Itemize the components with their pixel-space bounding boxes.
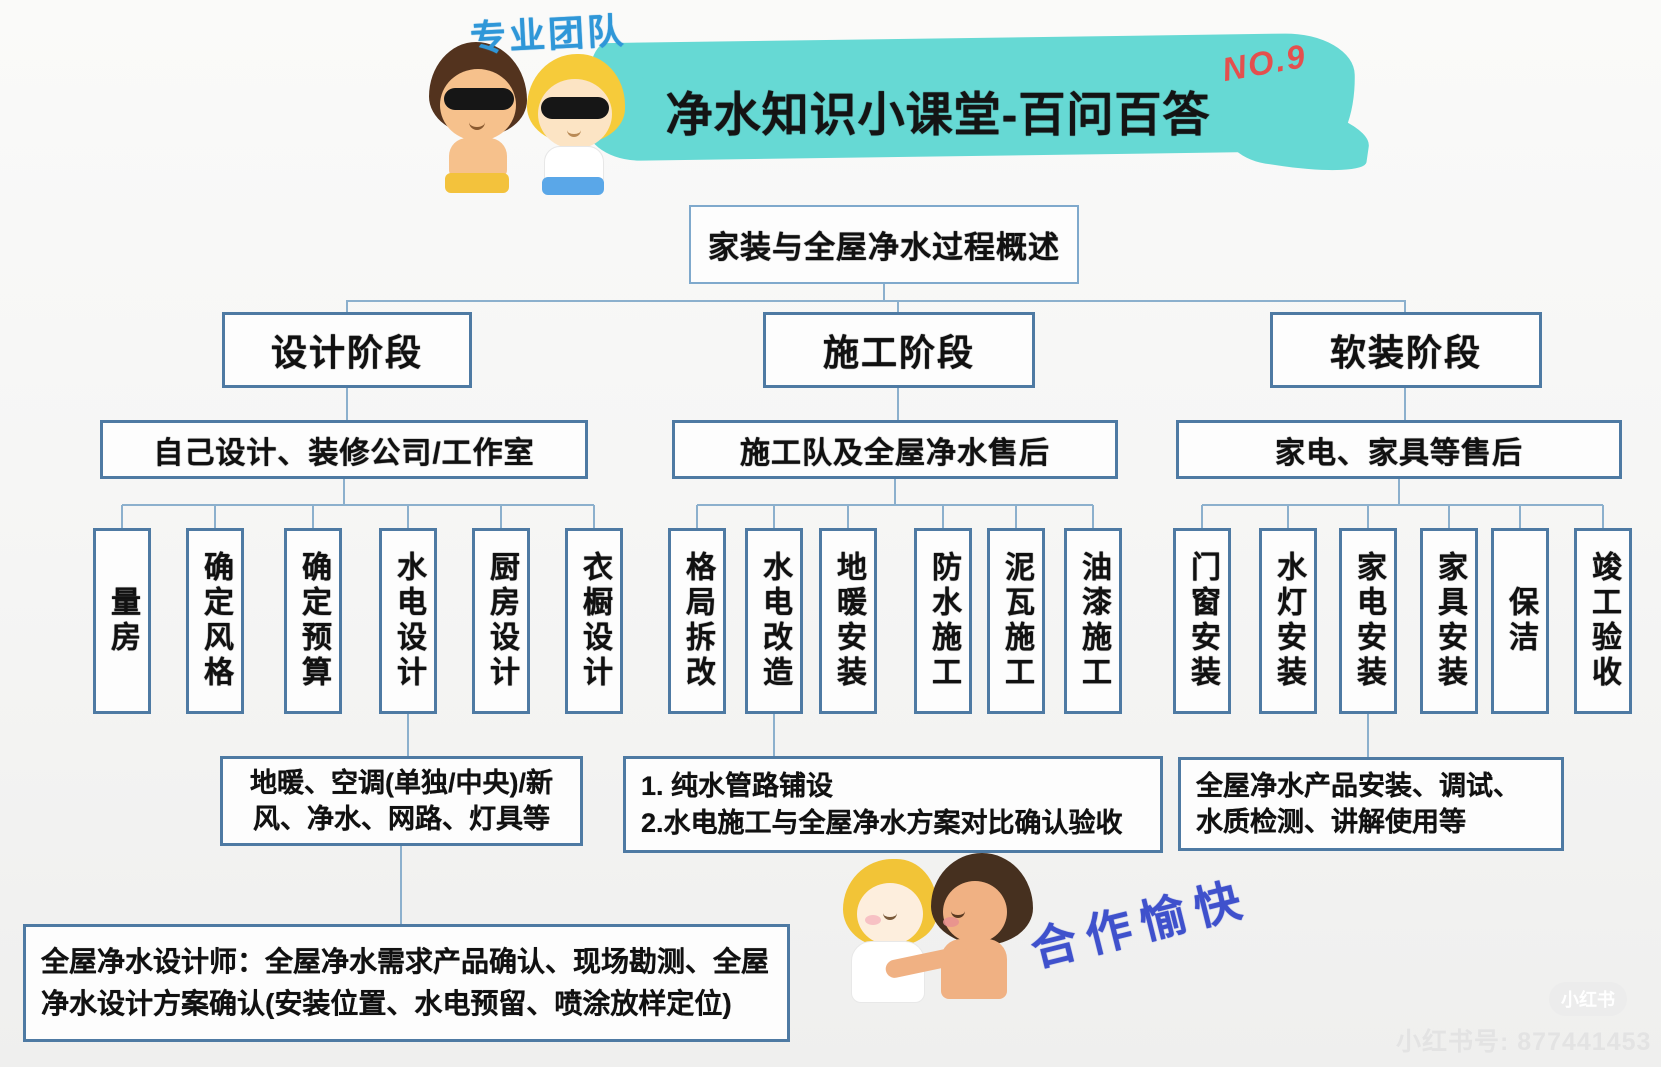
- smile: [469, 118, 485, 130]
- step-box: 水电改造: [745, 528, 803, 714]
- note-text: 全屋净水产品安装、调试、水质检测、讲解使用等: [1196, 770, 1520, 837]
- team-label: 专业团队: [469, 9, 628, 60]
- blush: [943, 917, 959, 927]
- note-text: 地暖、空调(单独/中央)/新风、净水、网路、灯具等: [250, 767, 553, 834]
- step-box: 竣工验收: [1574, 528, 1632, 714]
- step-box: 家具安装: [1420, 528, 1478, 714]
- stage-design: 设计阶段: [222, 312, 472, 388]
- note-line: 2.水电施工与全屋净水方案对比确认验收: [641, 807, 1123, 838]
- note-design: 地暖、空调(单独/中央)/新风、净水、网路、灯具等: [220, 756, 583, 846]
- xiaohongshu-badge-label: 小红书: [1561, 990, 1615, 1010]
- boy-dark-shorts: [445, 173, 509, 193]
- sunglasses-icon: [444, 88, 514, 110]
- note-construction: 1. 纯水管路铺设 2.水电施工与全屋净水方案对比确认验收: [623, 756, 1163, 853]
- step-box: 水灯安装: [1259, 528, 1317, 714]
- step-box: 家电安装: [1339, 528, 1397, 714]
- note-softfurnish: 全屋净水产品安装、调试、水质检测、讲解使用等: [1178, 757, 1564, 851]
- owner-label: 家电、家具等售后: [1275, 436, 1523, 470]
- step-box: 格局拆改: [668, 528, 726, 714]
- watermark-account-id: 小红书号: 877441453: [1396, 1028, 1652, 1056]
- blush: [865, 915, 881, 925]
- note-line: 1. 纯水管路铺设: [641, 771, 834, 802]
- step-box: 确定风格: [186, 528, 244, 714]
- closed-eye: [951, 907, 965, 918]
- step-box: 量房: [93, 528, 151, 714]
- step-box: 门窗安装: [1173, 528, 1231, 714]
- owner-softfurnish: 家电、家具等售后: [1176, 420, 1622, 479]
- owner-design: 自己设计、装修公司/工作室: [100, 420, 588, 479]
- sunglasses-icon: [541, 97, 609, 119]
- step-box: 确定预算: [284, 528, 342, 714]
- root-node: 家装与全屋净水过程概述: [689, 205, 1079, 284]
- closed-eye: [883, 909, 897, 920]
- team-cartoon: [425, 42, 650, 195]
- owner-construction: 施工队及全屋净水售后: [672, 420, 1118, 479]
- note-text: 1. 纯水管路铺设 2.水电施工与全屋净水方案对比确认验收: [626, 762, 1138, 847]
- stage-label: 施工阶段: [822, 332, 975, 373]
- owner-label: 自己设计、装修公司/工作室: [153, 436, 535, 470]
- step-box: 泥瓦施工: [987, 528, 1045, 714]
- owner-label: 施工队及全屋净水售后: [740, 436, 1050, 470]
- root-label: 家装与全屋净水过程概述: [708, 230, 1060, 265]
- stage-softfurnish: 软装阶段: [1270, 312, 1542, 388]
- xiaohongshu-badge: 小红书: [1549, 982, 1627, 1016]
- designer-note: 全屋净水设计师：全屋净水需求产品确认、现场勘测、全屋净水设计方案确认(安装位置、…: [23, 924, 790, 1042]
- hug-cartoon: [843, 853, 1043, 1005]
- stage-label: 设计阶段: [270, 332, 423, 373]
- step-box: 保洁: [1491, 528, 1549, 714]
- designer-note-text: 全屋净水设计师：全屋净水需求产品确认、现场勘测、全屋净水设计方案确认(安装位置、…: [41, 946, 770, 1019]
- step-box: 地暖安装: [819, 528, 877, 714]
- step-box: 厨房设计: [472, 528, 530, 714]
- boy-dark-body: [449, 138, 507, 178]
- page-title: 净水知识小课堂-百问百答: [665, 88, 1211, 141]
- step-box: 油漆施工: [1064, 528, 1122, 714]
- boy-blonde-shorts: [542, 177, 604, 195]
- step-box: 防水施工: [914, 528, 972, 714]
- step-box: 水电设计: [379, 528, 437, 714]
- smile: [567, 126, 581, 137]
- step-box: 衣橱设计: [565, 528, 623, 714]
- stage-label: 软装阶段: [1329, 332, 1482, 373]
- stage-construction: 施工阶段: [763, 312, 1035, 388]
